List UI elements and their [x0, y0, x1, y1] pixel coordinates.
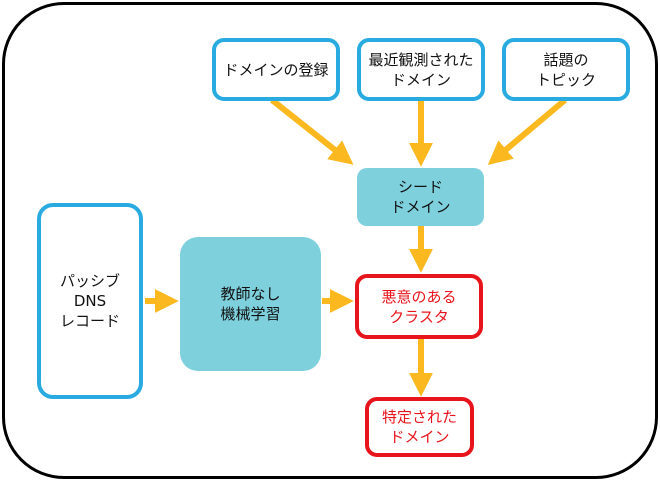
node-label: 話題の トピック: [535, 50, 596, 89]
node-label: パッシブ DNS レコード: [59, 272, 120, 330]
node-recently-observed-domains: 最近観測された ドメイン: [357, 38, 485, 101]
node-label: 教師なし 機械学習: [220, 285, 281, 323]
node-label: シード ドメイン: [390, 178, 451, 216]
node-identified-domains: 特定された ドメイン: [365, 397, 474, 457]
node-label: 悪意のある クラスタ: [381, 287, 457, 326]
node-unsupervised-ml: 教師なし 機械学習: [180, 237, 321, 371]
node-label: 特定された ドメイン: [381, 408, 457, 446]
node-label: 最近観測された ドメイン: [368, 50, 474, 89]
node-malicious-clusters: 悪意のある クラスタ: [355, 274, 483, 339]
node-label: ドメインの登録: [223, 60, 329, 79]
node-trending-topics: 話題の トピック: [502, 38, 630, 101]
node-seed-domains: シード ドメイン: [357, 168, 484, 226]
node-passive-dns-records: パッシブ DNS レコード: [37, 203, 143, 399]
node-domain-registration: ドメインの登録: [212, 38, 340, 101]
